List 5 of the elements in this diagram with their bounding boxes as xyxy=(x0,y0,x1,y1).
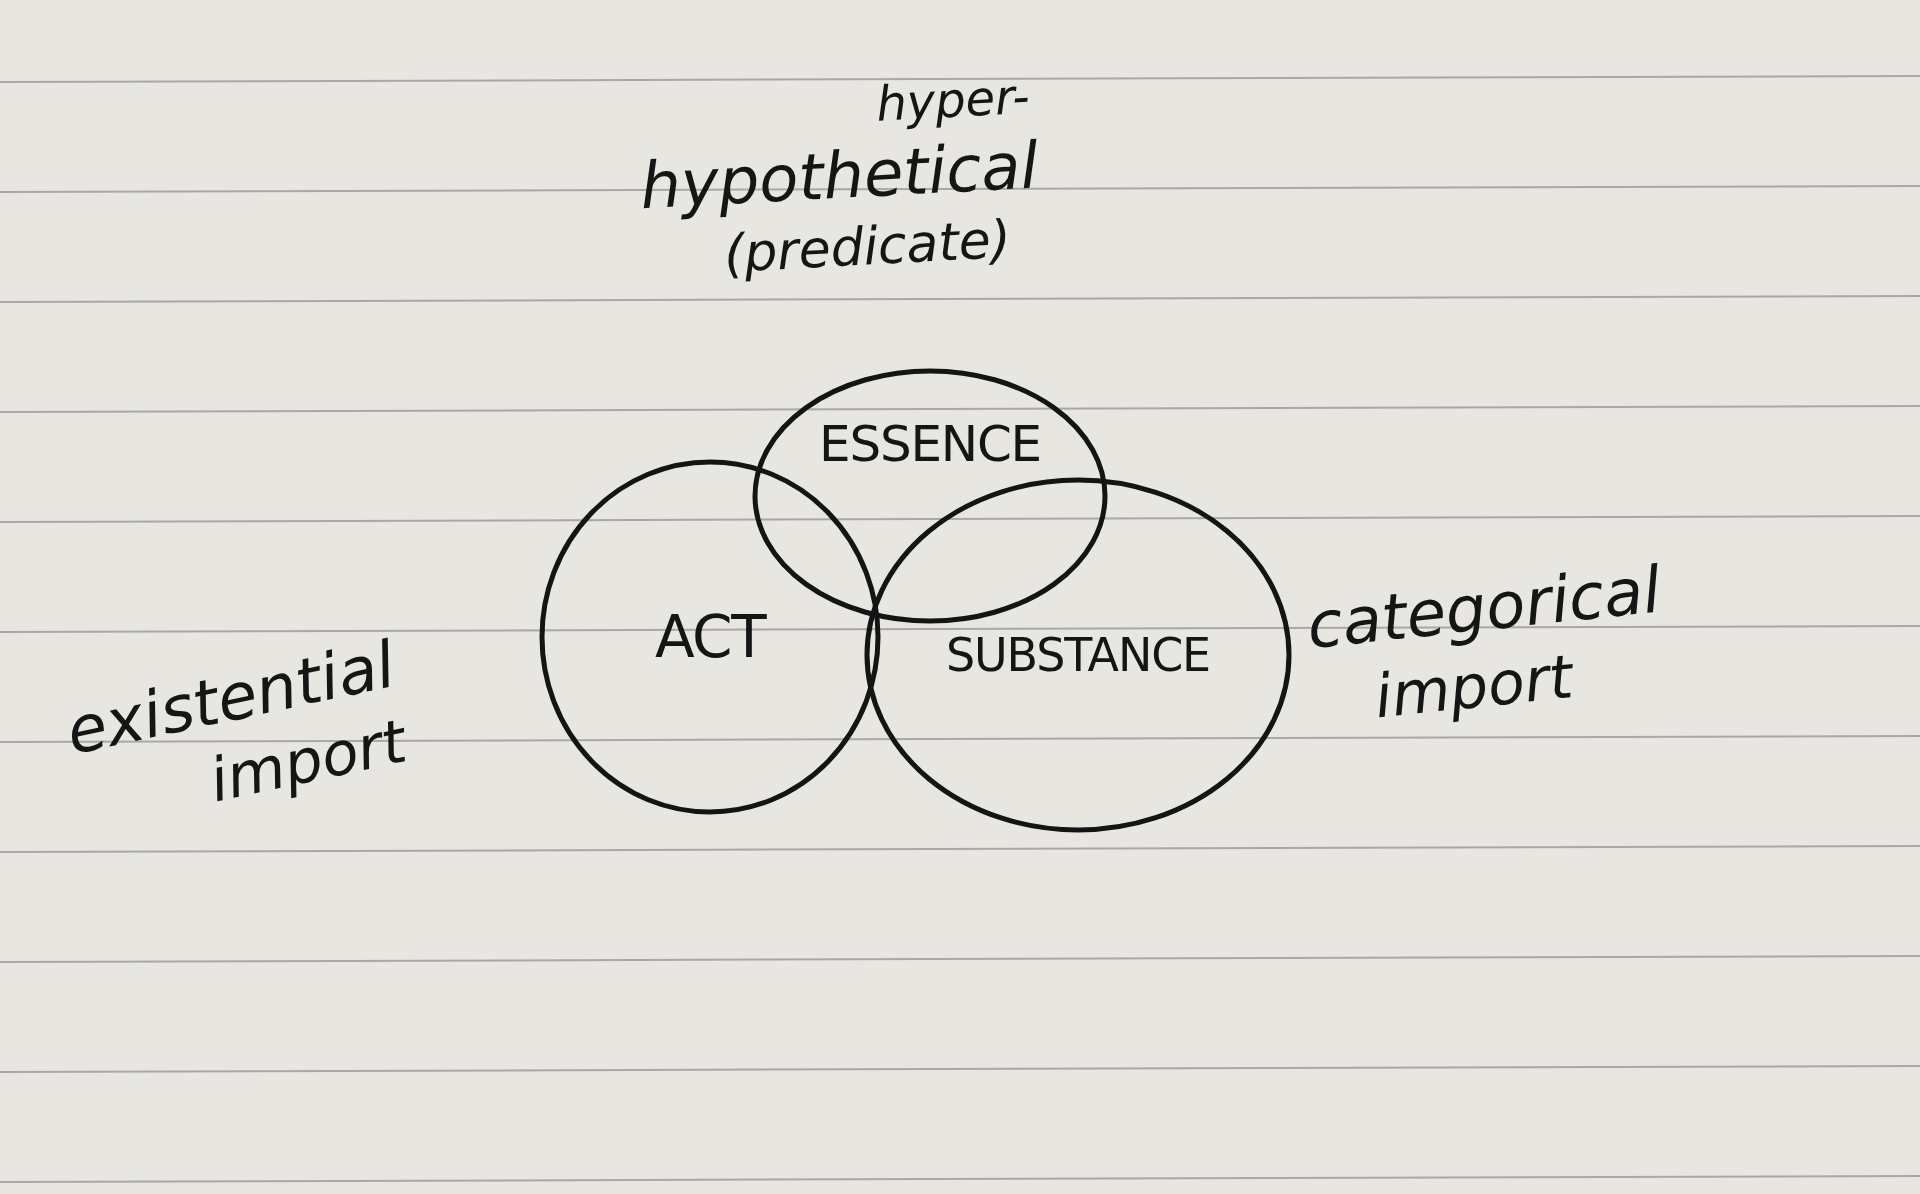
venn-circle xyxy=(864,477,1292,833)
circle-label: SUBSTANCE xyxy=(945,626,1211,684)
circle-label: ESSENCE xyxy=(819,413,1041,475)
handwritten-note: hyper- xyxy=(873,66,1031,134)
circle-label: ACT xyxy=(654,601,766,673)
